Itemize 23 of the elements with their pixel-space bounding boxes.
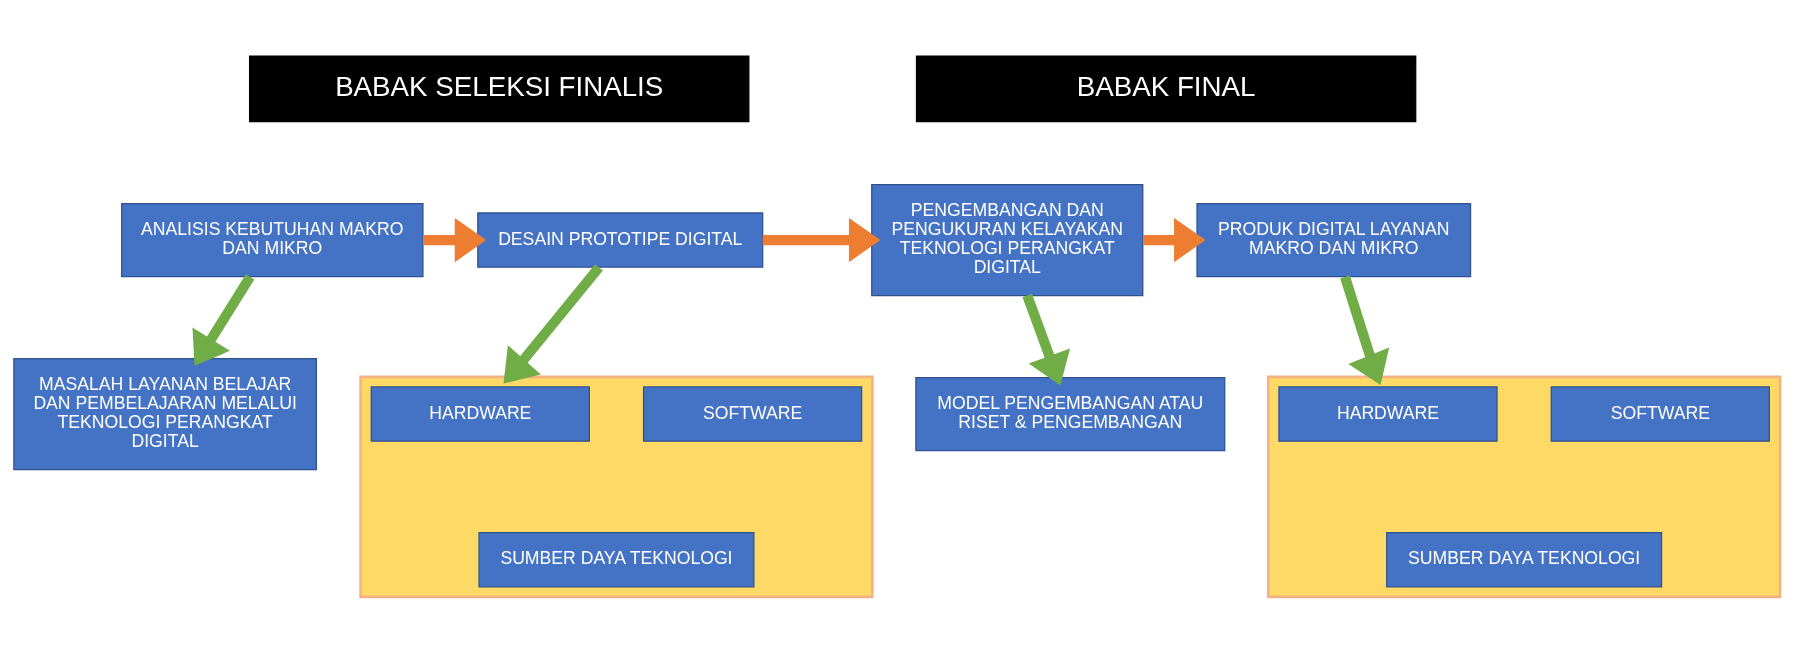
arrow [423, 218, 487, 263]
node-box: PRODUK DIGITAL LAYANAN MAKRO DAN MIKRO [1196, 202, 1472, 278]
node-box: MASALAH LAYANAN BELAJAR DAN PEMBELAJARAN MELALUI TEKNOLOGI PERANGKAT DIGITAL [13, 357, 318, 471]
node-box: HARDWARE [1278, 386, 1498, 442]
arrow [762, 218, 881, 263]
cluster [359, 375, 874, 599]
node-box: SUMBER DAYA TEKNOLOGI [478, 531, 755, 588]
arrow [1340, 275, 1390, 386]
node-box: DESAIN PROTOTIPE DIGITAL [477, 212, 764, 268]
arrow [1143, 218, 1206, 263]
node-box: SUMBER DAYA TEKNOLOGI [1386, 531, 1663, 588]
arrow [503, 264, 603, 384]
cluster [1266, 375, 1782, 599]
arrow [192, 274, 255, 366]
node-box: SOFTWARE [642, 386, 863, 442]
node-box: ANALISIS KEBUTUHAN MAKRO DAN MIKRO [121, 202, 424, 278]
node-box: PENGEMBANGAN DAN PENGUKURAN KELAYAKAN TEKNOLOGI PERANGKAT DIGITAL [871, 184, 1144, 297]
node-box: BABAK FINAL [915, 55, 1417, 123]
node-box: SOFTWARE [1550, 386, 1770, 442]
arrow [1022, 293, 1071, 386]
node-box: BABAK SELEKSI FINALIS [248, 55, 750, 123]
node-box: HARDWARE [370, 386, 590, 442]
node-box: MODEL PENGEMBANGAN ATAU RISET & PENGEMBANGAN [915, 376, 1226, 452]
